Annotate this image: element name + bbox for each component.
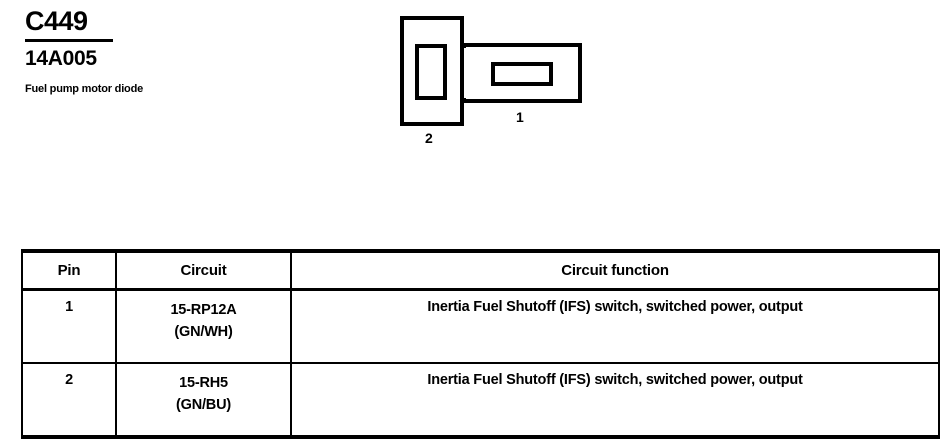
cell-circuit: 15-RP12A (GN/WH) xyxy=(115,288,292,364)
column-header-circuit: Circuit xyxy=(115,249,292,291)
table-header-row: Pin Circuit Circuit function xyxy=(21,249,940,291)
pin-table: Pin Circuit Circuit function 1 15-RP12A … xyxy=(21,249,940,439)
column-header-circuit-function: Circuit function xyxy=(290,249,940,291)
table-row: 2 15-RH5 (GN/BU) Inertia Fuel Shutoff (I… xyxy=(21,362,940,439)
connector-slot-pin-1-icon xyxy=(491,62,553,86)
cell-circuit: 15-RH5 (GN/BU) xyxy=(115,362,292,439)
connector-header: C449 14A005 Fuel pump motor diode xyxy=(25,6,325,96)
diagram-pin-label-2: 2 xyxy=(425,130,433,146)
connector-id: C449 xyxy=(25,6,88,36)
circuit-code: 15-RH5 xyxy=(179,375,228,391)
part-number: 14A005 xyxy=(25,47,97,70)
cell-circuit-function: Inertia Fuel Shutoff (IFS) switch, switc… xyxy=(290,288,940,364)
pin-table-header: Pin Circuit Circuit function xyxy=(21,249,940,291)
circuit-color: (GN/WH) xyxy=(174,324,233,340)
connector-diagram: 2 1 xyxy=(395,10,595,160)
cell-pin: 2 xyxy=(21,362,117,439)
circuit-color: (GN/BU) xyxy=(176,397,231,413)
pin-table-body: 1 15-RP12A (GN/WH) Inertia Fuel Shutoff … xyxy=(21,288,940,439)
cell-pin: 1 xyxy=(21,288,117,364)
column-header-pin: Pin xyxy=(21,249,117,291)
diagram-pin-label-1: 1 xyxy=(516,109,524,125)
connector-description: Fuel pump motor diode xyxy=(25,83,144,95)
connector-id-underline xyxy=(25,39,113,42)
connector-body-right-icon xyxy=(462,43,582,103)
connector-seam-mask xyxy=(461,48,467,98)
pin-table-container: Pin Circuit Circuit function 1 15-RP12A … xyxy=(21,249,940,439)
connector-slot-pin-2-icon xyxy=(415,44,447,100)
table-row: 1 15-RP12A (GN/WH) Inertia Fuel Shutoff … xyxy=(21,288,940,364)
cell-circuit-function: Inertia Fuel Shutoff (IFS) switch, switc… xyxy=(290,362,940,439)
circuit-code: 15-RP12A xyxy=(170,302,237,318)
